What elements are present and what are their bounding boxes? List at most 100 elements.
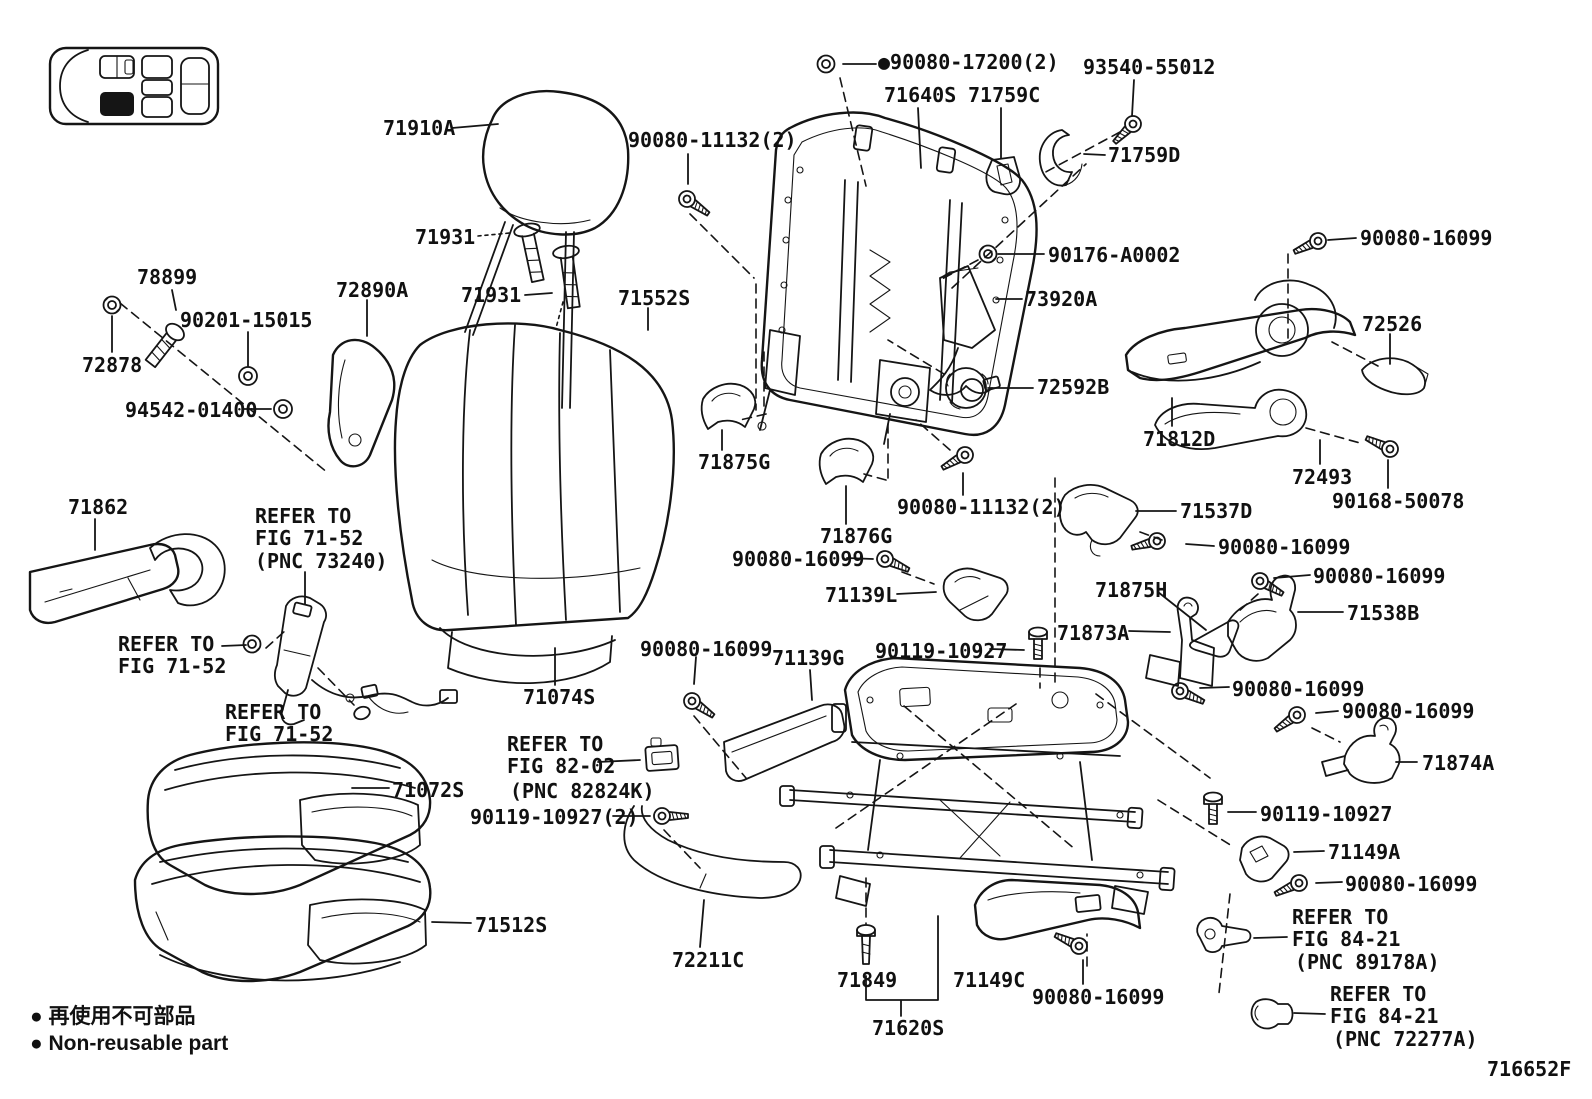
callout-90080-16099-e: 90080-16099 <box>640 637 773 661</box>
bracket-71876G <box>818 437 875 485</box>
callout-refer-8202-1: REFER TO <box>507 732 604 756</box>
bracket-71537D <box>1058 484 1139 557</box>
screw-90080-16099-top <box>1290 229 1330 261</box>
cushion-cover-71512S <box>133 835 432 983</box>
clip-71759D <box>1038 129 1083 187</box>
callout-90080-16099-i: 90080-16099 <box>1032 985 1165 1009</box>
callout-90080-16099-h: 90080-16099 <box>1345 872 1478 896</box>
callout-71759C: 71759C <box>968 83 1041 107</box>
callout-90080-11132-b: 90080-11132(2) <box>897 495 1066 519</box>
callout-90080-16099-g: 90080-16099 <box>1342 699 1475 723</box>
wedge-71875H <box>1189 619 1240 658</box>
connector-82824K <box>644 737 680 772</box>
non-reusable-legend-jp: ● 再使用不可部品 <box>30 1005 196 1028</box>
seatback-frame-71640S <box>757 111 1038 445</box>
callout-71849: 71849 <box>837 968 898 992</box>
riser-71139G <box>723 703 847 782</box>
callout-71149A: 71149A <box>1328 840 1401 864</box>
callout-refer-8202-2: FIG 82-02 <box>507 754 616 778</box>
callout-71139G: 71139G <box>772 646 845 670</box>
callout-90080-16099-f: 90080-16099 <box>1232 677 1365 701</box>
callout-71759D: 71759D <box>1108 143 1181 167</box>
callout-71874A: 71874A <box>1422 751 1495 775</box>
hook-strap-71874A <box>1321 717 1401 784</box>
clip-72277A <box>1250 998 1294 1030</box>
figure-code: 716652F <box>1487 1057 1572 1081</box>
callout-71862: 71862 <box>68 495 129 519</box>
callout-71620S: 71620S <box>872 1016 945 1040</box>
headrest-71910A <box>464 90 630 409</box>
callout-90119-10927-a: 90119-10927 <box>875 639 1008 663</box>
armrest-hardware <box>102 295 293 419</box>
bolt-90119-10927-center <box>1028 626 1048 660</box>
callout-71149C: 71149C <box>953 968 1026 992</box>
bolt-90119-10927-x2 <box>653 807 689 825</box>
screw-90080-16099-bottom <box>1051 926 1091 958</box>
callout-71074S: 71074S <box>523 685 596 709</box>
handle-72493 <box>1154 388 1308 450</box>
leader-lines <box>94 63 1418 1017</box>
callout-90080-16099-top: 90080-16099 <box>1360 226 1493 250</box>
callout-71910A: 71910A <box>383 116 456 140</box>
callout-refer-8202-3: (PNC 82824K) <box>510 779 655 803</box>
callout-71931-b: 71931 <box>461 283 522 307</box>
armrest-72890A <box>327 338 396 468</box>
adjuster-71620S <box>779 656 1176 915</box>
screw-90080-11132-a <box>674 186 714 222</box>
shield-71812D <box>1124 279 1357 382</box>
callout-refer-7152a-3: (PNC 73240) <box>255 549 388 573</box>
callout-refer-7152b-1: REFER TO <box>118 632 215 656</box>
callout-71538B: 71538B <box>1347 601 1420 625</box>
callout-71072S: 71072S <box>392 778 465 802</box>
callout-90080-11132-a: 90080-11132(2) <box>628 128 797 152</box>
callout-71512S: 71512S <box>475 913 548 937</box>
callout-71931-a: 71931 <box>415 225 476 249</box>
callout-71139L: 71139L <box>825 583 898 607</box>
washer-94542-01400 <box>273 399 293 419</box>
belt-buckle-assembly <box>242 595 458 726</box>
callout-refer-8421b-2: FIG 84-21 <box>1330 1004 1439 1028</box>
seatback-cover-71552S <box>393 322 675 684</box>
pin-71849 <box>856 924 876 965</box>
callout-90080-16099-c: 90080-16099 <box>1218 535 1351 559</box>
lever-72526 <box>1361 357 1429 396</box>
callout-78899: 78899 <box>137 265 198 289</box>
stud-78899 <box>144 322 185 369</box>
callout-refer-7152a-2: FIG 71-52 <box>255 526 364 550</box>
cushion-cover-71072S <box>146 741 432 896</box>
bracket-71875G <box>700 382 757 430</box>
callout-71876G: 71876G <box>820 524 893 548</box>
screw-90080-16099-center <box>679 688 719 724</box>
assembly-dashed-lines <box>119 77 1379 994</box>
wire-72211C <box>623 805 802 899</box>
washer-90201-15015 <box>238 366 258 386</box>
bracket-71139L <box>942 567 1009 622</box>
non-reusable-legend-en: ● Non-reusable part <box>30 1032 229 1055</box>
callout-71812D: 71812D <box>1143 427 1216 451</box>
nut-72878 <box>102 295 122 315</box>
callout-refer-8421a-3: (PNC 89178A) <box>1295 950 1440 974</box>
callout-90168-50078: 90168-50078 <box>1332 489 1465 513</box>
screw-90168-50078 <box>1362 429 1402 461</box>
callout-72493: 72493 <box>1292 465 1353 489</box>
nut-90080-17200 <box>816 54 836 74</box>
callout-refer-7152c-2: FIG 71-52 <box>225 722 334 746</box>
callout-71552S: 71552S <box>618 286 691 310</box>
callout-90201-15015: 90201-15015 <box>180 308 313 332</box>
callout-94542-01400: 94542-01400 <box>125 398 258 422</box>
callout-72878: 72878 <box>82 353 143 377</box>
callout-refer-7152b-2: FIG 71-52 <box>118 654 227 678</box>
callout-73920A: 73920A <box>1025 287 1098 311</box>
callout-refer-8421a-1: REFER TO <box>1292 905 1389 929</box>
hook-bracket-71873A <box>1145 596 1215 687</box>
bracket-71538B <box>1227 574 1297 662</box>
callout-90119-10927-b: 90119-10927 <box>1260 802 1393 826</box>
shield-71149C <box>973 878 1142 941</box>
callout-refer-7152c-1: REFER TO <box>225 700 322 724</box>
vehicle-seat-position-icon <box>48 46 220 126</box>
callout-refer-7152a-1: REFER TO <box>255 504 352 528</box>
screw-90080-16099-71149A <box>1271 871 1311 903</box>
callout-71537D: 71537D <box>1180 499 1253 523</box>
